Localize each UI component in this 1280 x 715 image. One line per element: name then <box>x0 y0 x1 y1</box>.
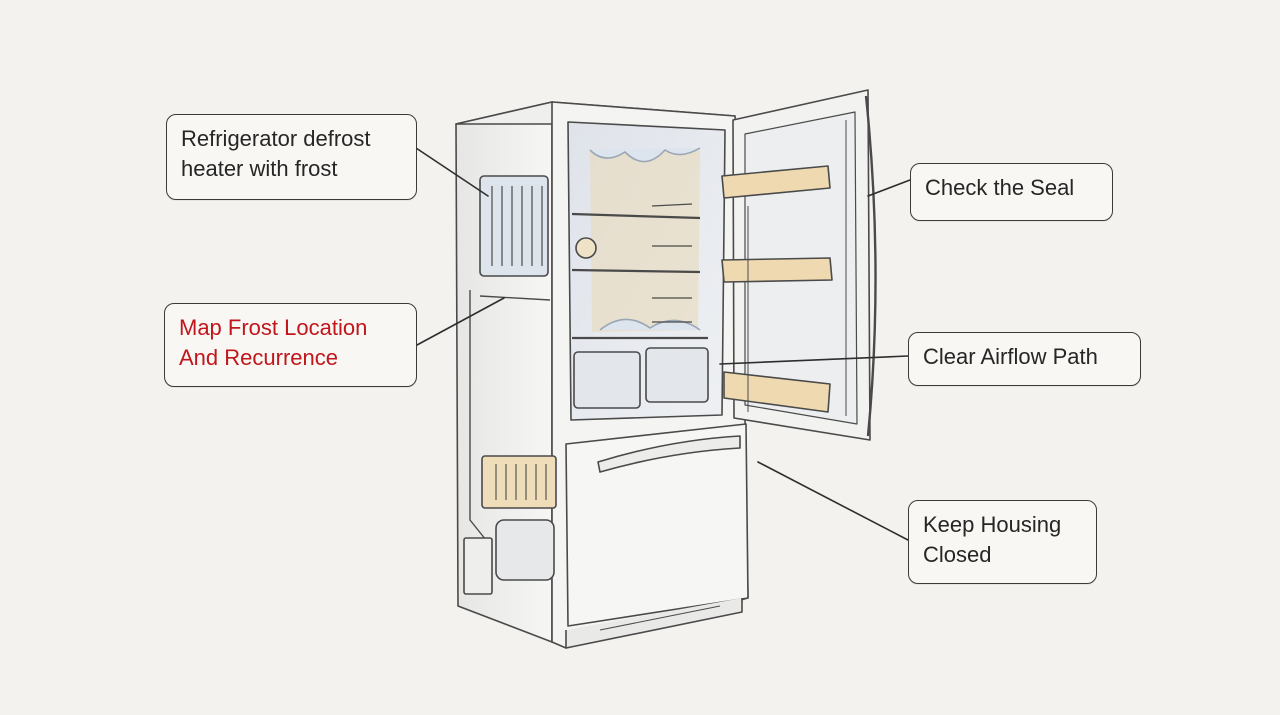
callout-defrost-heater: Refrigerator defrost heater with frost <box>166 114 417 200</box>
shelf-2 <box>571 268 701 274</box>
door-bin-2 <box>721 257 833 283</box>
callout-clear-airflow: Clear Airflow Path <box>908 332 1141 386</box>
door-bin-3 <box>723 371 831 413</box>
compressor <box>495 519 555 581</box>
callout-line: heater with frost <box>181 156 338 181</box>
callout-line: Map Frost Location <box>179 315 368 340</box>
control-dial <box>575 237 597 259</box>
leader-seal <box>867 179 911 197</box>
callout-check-seal: Check the Seal <box>910 163 1113 221</box>
callout-keep-housing-closed: Keep Housing Closed <box>908 500 1097 584</box>
door-bin-1 <box>721 165 831 199</box>
leader-frost <box>416 297 505 346</box>
callout-line: Closed <box>923 542 992 567</box>
evaporator-coil <box>479 175 549 277</box>
side-vent <box>481 455 557 509</box>
crisper-drawer-left <box>573 351 641 409</box>
callout-line: Keep Housing <box>923 512 1062 537</box>
crisper-drawer-right <box>645 347 709 403</box>
callout-map-frost: Map Frost Location And Recurrence <box>164 303 417 387</box>
leader-heater <box>415 147 489 197</box>
door-seal <box>864 95 877 437</box>
callout-line: Clear Airflow Path <box>923 344 1098 369</box>
callout-line: Refrigerator defrost <box>181 126 371 151</box>
shelf-1 <box>571 212 701 220</box>
freezer-drawer <box>565 423 749 627</box>
freezer-handle <box>597 435 741 473</box>
callout-line: Check the Seal <box>925 175 1075 200</box>
callout-line: And Recurrence <box>179 345 338 370</box>
leader-housing <box>757 461 909 541</box>
leader-airflow <box>719 355 909 365</box>
